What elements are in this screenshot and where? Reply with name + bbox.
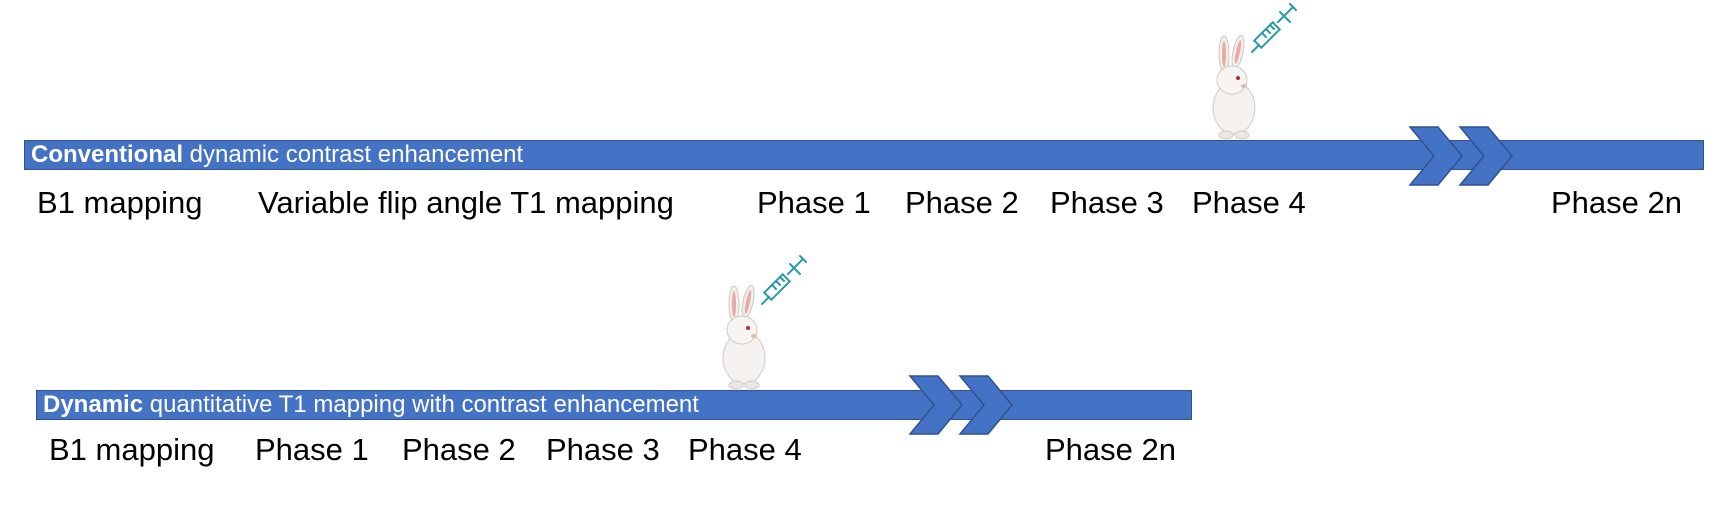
dynamic-label-phase-3: Phase 3 — [546, 432, 660, 467]
conventional-label-phase-2n: Phase 2n — [1551, 185, 1682, 220]
dynamic-title-rest: quantitative T1 mapping with contrast en… — [143, 391, 699, 418]
conventional-chevron-icon — [1408, 126, 1513, 186]
conventional-title-bold: Conventional — [31, 141, 184, 168]
dynamic-title-bold: Dynamic — [43, 391, 144, 418]
dynamic-label-b1-mapping: B1 mapping — [49, 432, 215, 467]
conventional-title-rest: dynamic contrast enhancement — [183, 141, 524, 168]
dynamic-label-phase-4: Phase 4 — [688, 432, 802, 467]
conventional-label-phase-4: Phase 4 — [1192, 185, 1306, 220]
conventional-label-b1-mapping: B1 mapping — [37, 185, 203, 220]
dynamic-label-phase-1: Phase 1 — [255, 432, 369, 467]
dynamic-label-phase-2n: Phase 2n — [1045, 432, 1176, 467]
syringe-icon — [761, 255, 807, 305]
syringe-icon — [1251, 3, 1297, 53]
dynamic-label-phase-2: Phase 2 — [402, 432, 516, 467]
rabbit-icon — [1212, 34, 1256, 140]
dynamic-chevron-icon — [908, 375, 1013, 435]
conventional-label-phase-2: Phase 2 — [905, 185, 1019, 220]
conventional-label-vfa-t1: Variable flip angle T1 mapping — [258, 185, 674, 220]
rabbit-icon — [722, 284, 766, 390]
dynamic-timeline-bar: Dynamic quantitative T1 mapping with con… — [36, 390, 1192, 420]
conventional-label-phase-3: Phase 3 — [1050, 185, 1164, 220]
conventional-label-phase-1: Phase 1 — [757, 185, 871, 220]
